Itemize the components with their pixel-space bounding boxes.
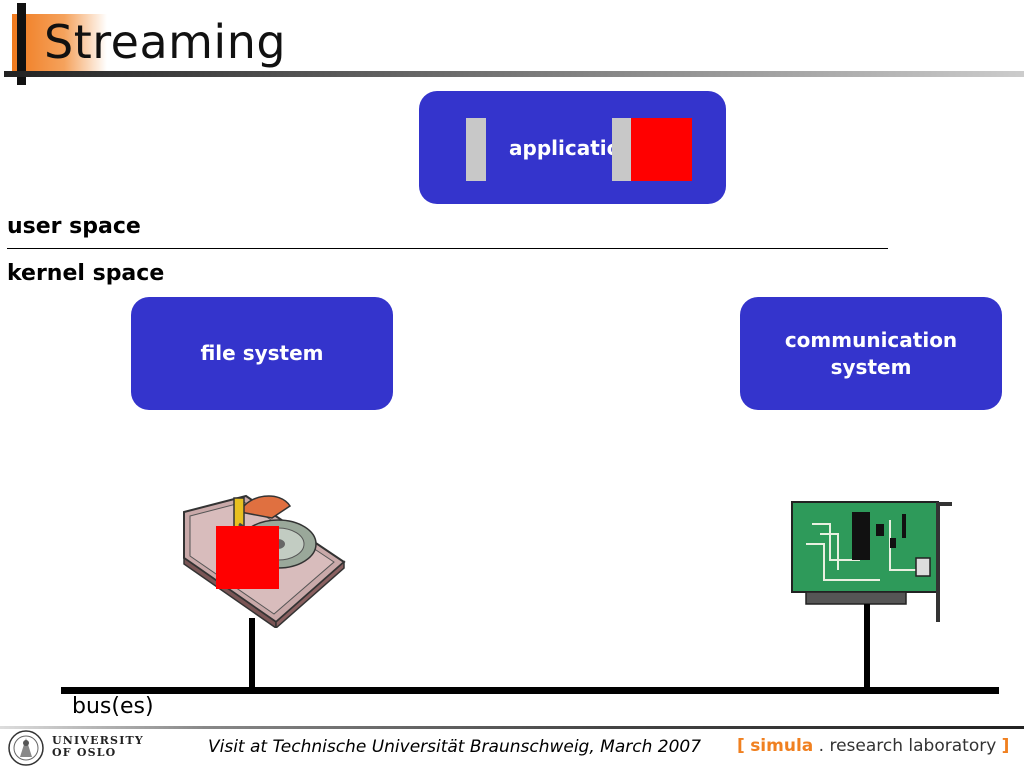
kernel-space-label: kernel space — [7, 261, 165, 286]
communication-system-box: communication system — [740, 297, 1002, 410]
nic-bus-connector — [864, 604, 870, 690]
simula-logo: [ simula . research laboratory ] — [737, 736, 1009, 756]
university-name: UNIVERSITY OF OSLO — [52, 735, 144, 759]
simula-word: simula — [750, 736, 814, 756]
application-label: applicatio — [509, 136, 621, 160]
bus-label: bus(es) — [72, 694, 154, 719]
university-seal-icon — [8, 730, 44, 766]
title-rule — [4, 71, 1024, 77]
title-accent — [12, 14, 107, 72]
simula-bracket-close: ] — [1001, 736, 1010, 756]
communication-label-line1: communication — [784, 327, 958, 352]
data-block-application — [631, 118, 692, 181]
simula-rest: . research laboratory — [813, 736, 1002, 756]
footer-rule — [0, 726, 1024, 729]
data-block-disk — [216, 526, 279, 589]
file-system-box: file system — [131, 297, 393, 410]
footer-text: Visit at Technische Universität Braunsch… — [208, 737, 702, 757]
user-kernel-divider — [7, 248, 888, 249]
title-bar — [17, 3, 26, 85]
disk-bus-connector — [249, 618, 255, 690]
buffer-bar-right — [612, 118, 632, 181]
file-system-label: file system — [200, 341, 324, 365]
buffer-bar-left — [466, 118, 486, 181]
simula-bracket-open: [ — [737, 736, 745, 756]
network-card-icon — [791, 501, 952, 622]
user-space-label: user space — [7, 214, 141, 239]
university-name-line2: OF OSLO — [52, 746, 117, 759]
slide-title: Streaming — [44, 15, 287, 69]
system-bus — [61, 687, 999, 694]
university-name-line1: UNIVERSITY — [52, 734, 144, 747]
communication-label-line2: system — [830, 354, 912, 379]
